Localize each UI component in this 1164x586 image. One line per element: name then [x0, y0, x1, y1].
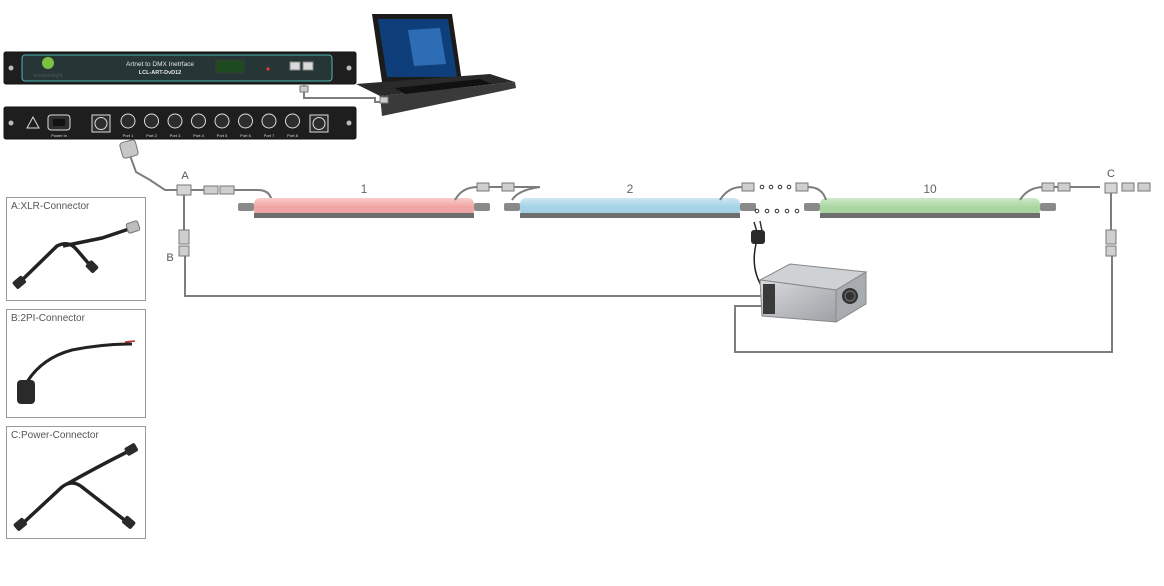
xlr-port-icon [120, 113, 136, 129]
interface-title: Artnet to DMX Inetrface [126, 61, 194, 68]
continuation-dots [754, 184, 800, 214]
laptop [356, 14, 516, 116]
tube-number-label: 1 [361, 182, 368, 196]
power-supply [758, 263, 868, 323]
xlr-port-label: Port 7 [264, 133, 275, 138]
brand-logo-text: leivolsenlight [34, 73, 63, 79]
xlr-port-icon [261, 113, 277, 129]
interface-model: LCL-ART-DvD12 [139, 70, 181, 76]
led-tube-1 [238, 198, 490, 218]
xlr-port-icon [238, 113, 253, 129]
xlr-port-label: Port 8 [287, 133, 298, 138]
ethernet-port-icon [289, 61, 301, 71]
inset-title-2pi: B:2PI-Connector [11, 313, 85, 324]
xlr-port-label: Port 5 [217, 133, 228, 138]
tube-number-label: 10 [923, 182, 937, 196]
power-connector-icon [13, 443, 138, 531]
led-tube-2 [504, 198, 756, 218]
artnet-interface-front-panel: leivolsenlight Artnet to DMX Inetrface L… [3, 51, 357, 85]
interface-display [215, 59, 245, 74]
tube-number-label: 2 [627, 182, 634, 196]
inset-title-xlr: A:XLR-Connector [11, 201, 90, 212]
inset-power-connector: C:Power-Connector [6, 426, 146, 539]
inset-xlr-connector: A:XLR-Connector [6, 197, 146, 301]
point-b-label: B [166, 252, 173, 264]
junction-c [1019, 182, 1151, 257]
power-in-label: Power In [51, 133, 67, 138]
inset-2pi-connector: B:2PI-Connector [6, 309, 146, 418]
power-return-wire [734, 255, 1113, 353]
warning-icon [26, 115, 40, 129]
xlr-port-icon [144, 113, 159, 129]
xlr-port-icon [285, 113, 300, 129]
xlr-port-icon [167, 113, 183, 129]
point-a-label: A [181, 170, 189, 182]
xlr-port-label: Port 1 [123, 133, 134, 138]
point-c-label: C [1107, 168, 1115, 180]
2pi-connector-icon [17, 340, 136, 404]
junction-a [176, 184, 273, 257]
fan-grille-icon [842, 288, 858, 304]
xlr-connector-icon [12, 220, 141, 289]
xlr-port-label: Port 2 [146, 133, 157, 138]
artnet-interface-rear-panel: Power In Port 1 Port 2 Port 3 Port 4 Port 5 P… [3, 106, 357, 140]
xlr-port-icon [191, 113, 206, 129]
xlr-port-label: Port 6 [240, 133, 251, 138]
data-return-wire [184, 255, 763, 297]
led-tube-3 [804, 198, 1056, 218]
inset-title-power: C:Power-Connector [11, 430, 99, 441]
brand-logo-icon [42, 57, 54, 69]
xlr-port-icon [214, 113, 230, 129]
xlr-port-label: Port 3 [170, 133, 181, 138]
xlr-port-label: Port 4 [193, 133, 204, 138]
